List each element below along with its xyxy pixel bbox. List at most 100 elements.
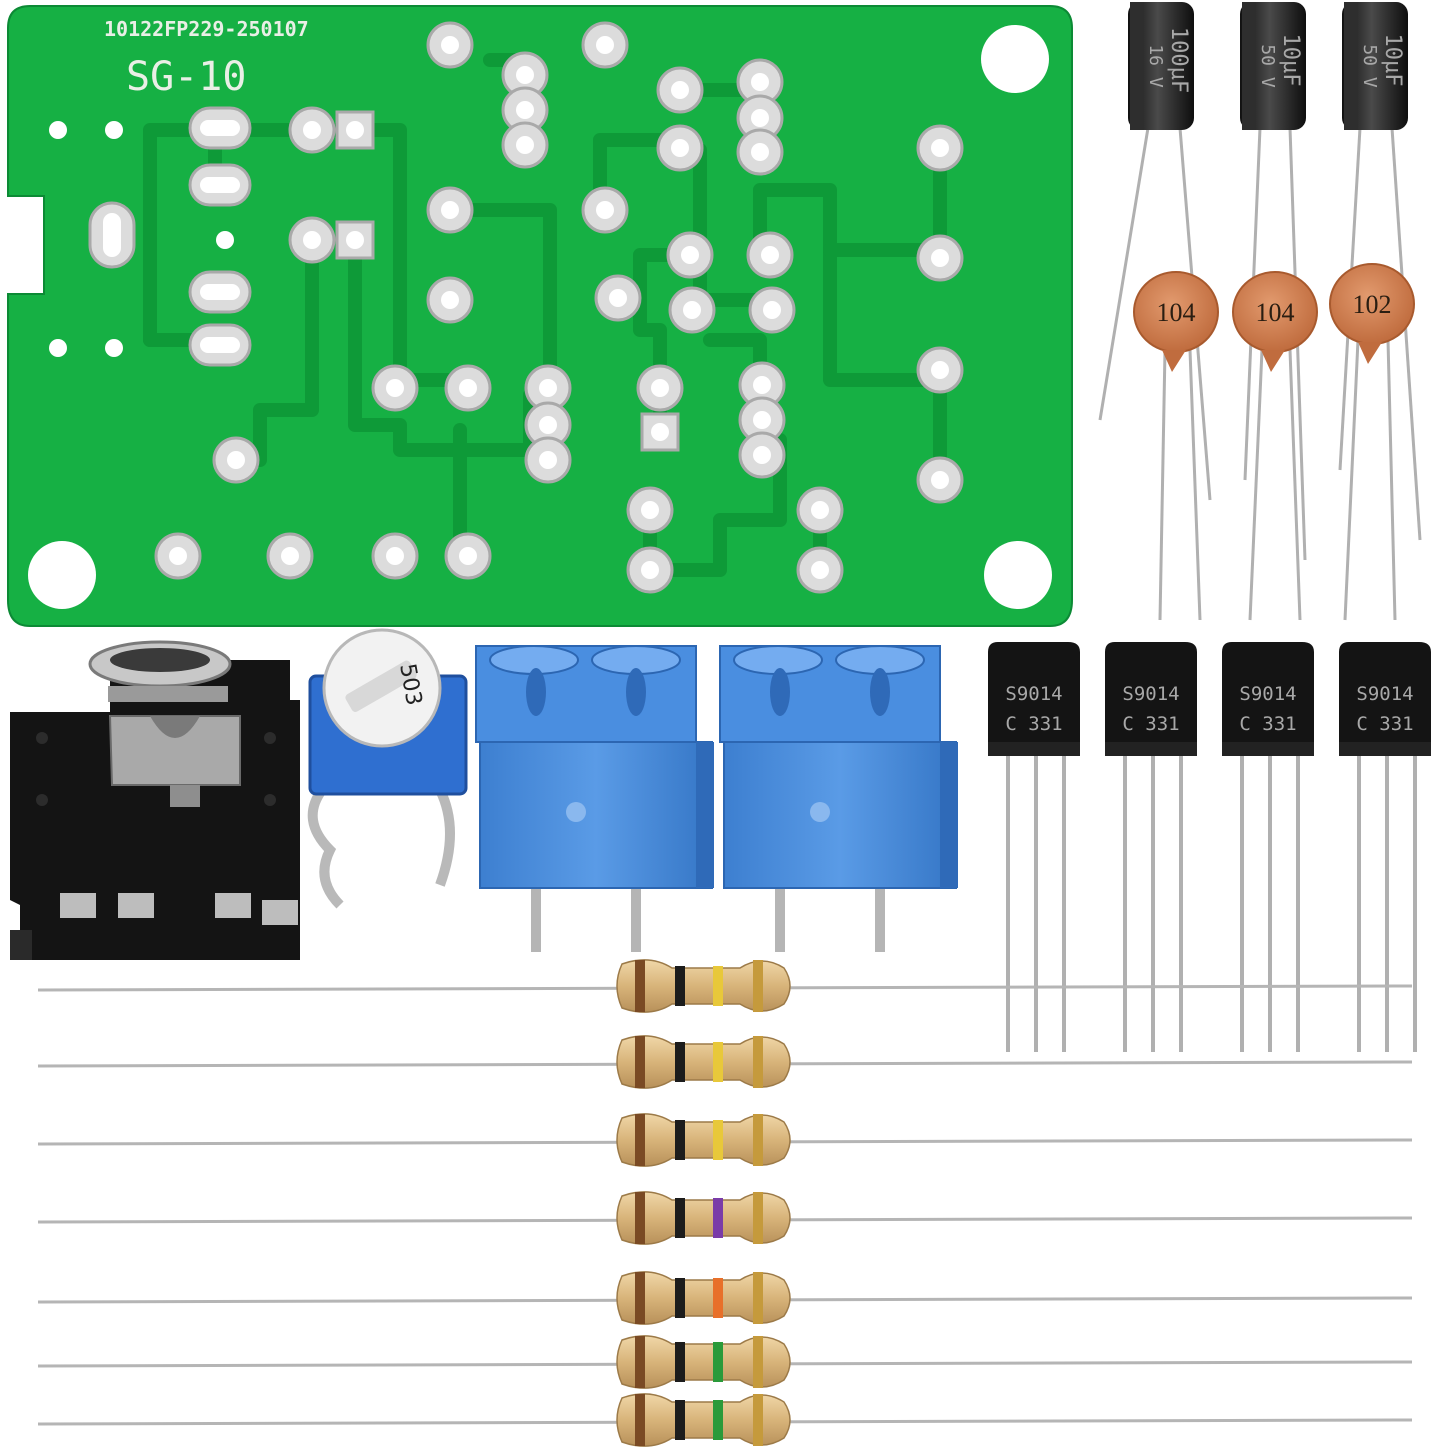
solder-pad	[154, 532, 202, 580]
resistor-band	[753, 1272, 763, 1324]
resistor-band	[675, 1278, 685, 1318]
capacitor-voltage: 50 V	[1359, 44, 1380, 88]
resistor-band	[713, 1278, 723, 1318]
ceramic-capacitor: 104	[1133, 271, 1219, 621]
solder-pad	[288, 216, 336, 264]
resistor-band	[753, 960, 763, 1012]
resistor	[37, 1271, 1413, 1325]
resistor-band	[753, 1394, 763, 1446]
solder-pad	[426, 276, 474, 324]
capacitor-capacitance: 10µF	[1278, 34, 1303, 87]
resistor-band	[675, 1042, 685, 1082]
solder-pad	[444, 532, 492, 580]
terminal-blocks	[475, 645, 958, 952]
resistor-band	[675, 1400, 685, 1440]
resistor-band	[713, 1120, 723, 1160]
resistor-band	[713, 1400, 723, 1440]
solder-pad-oval	[88, 201, 136, 269]
solder-pad	[524, 436, 572, 484]
solder-pad	[738, 431, 786, 479]
solder-pads	[88, 21, 964, 594]
transistor-part: S9014	[1122, 683, 1179, 705]
resistor-band	[635, 1272, 645, 1324]
solder-pad	[916, 124, 964, 172]
audio-jack	[10, 640, 300, 960]
solder-pad	[501, 86, 549, 134]
ceramic-capacitors: 104 104 102	[1133, 263, 1415, 621]
solder-pad	[796, 486, 844, 534]
solder-pad-oval	[188, 106, 252, 150]
resistor	[37, 1113, 1413, 1167]
pcb-serial: 10122FP229-250107	[104, 17, 309, 41]
ceramic-code: 102	[1353, 290, 1392, 319]
mounting-holes	[28, 25, 1052, 609]
resistor-band	[635, 1114, 645, 1166]
resistor-band	[635, 1394, 645, 1446]
resistor-band	[635, 1192, 645, 1244]
solder-pad	[524, 364, 572, 412]
terminal-block	[475, 645, 714, 952]
resistor-band	[675, 1342, 685, 1382]
ceramic-capacitor: 102	[1329, 263, 1415, 621]
ceramic-code: 104	[1157, 298, 1196, 327]
solder-pad	[501, 121, 549, 169]
solder-pad	[736, 58, 784, 106]
solder-pad	[444, 364, 492, 412]
solder-pad	[581, 186, 629, 234]
solder-pad-square	[640, 412, 680, 452]
solder-pad	[748, 286, 796, 334]
solder-pad	[916, 346, 964, 394]
solder-pad	[736, 128, 784, 176]
solder-pad	[636, 364, 684, 412]
solder-pad	[212, 436, 260, 484]
solder-pad	[288, 106, 336, 154]
solder-pad	[736, 94, 784, 142]
solder-pad	[916, 456, 964, 504]
resistor-band	[753, 1114, 763, 1166]
transistor-code: C 331	[1005, 713, 1062, 735]
resistor-band	[675, 1198, 685, 1238]
solder-pad	[746, 231, 794, 279]
capacitor-capacitance: 100µF	[1166, 27, 1191, 93]
solder-pad	[371, 532, 419, 580]
pcb-outline	[7, 5, 1073, 627]
solder-pad-oval	[188, 270, 252, 314]
potentiometer: 503	[307, 628, 468, 909]
solder-pad	[524, 401, 572, 449]
capacitor-voltage: 16 V	[1145, 44, 1166, 88]
solder-pad	[594, 274, 642, 322]
solder-pad	[656, 66, 704, 114]
solder-pad	[916, 234, 964, 282]
resistor-band	[753, 1192, 763, 1244]
resistor	[37, 959, 1413, 1013]
solder-pad	[426, 21, 474, 69]
resistor-band	[675, 966, 685, 1006]
pcb-model: SG-10	[126, 54, 246, 100]
solder-pad	[371, 364, 419, 412]
resistor	[37, 1035, 1413, 1089]
transistor-part: S9014	[1356, 683, 1413, 705]
solder-pad	[738, 396, 786, 444]
resistor-band	[675, 1120, 685, 1160]
pcb-board: 10122FP229-250107 SG-10	[7, 5, 1073, 627]
resistor	[37, 1191, 1413, 1245]
solder-pad	[668, 286, 716, 334]
solder-pad	[266, 532, 314, 580]
resistor-band	[635, 1336, 645, 1388]
terminal-block	[719, 645, 958, 952]
resistor-band	[753, 1336, 763, 1388]
resistor-band	[713, 1042, 723, 1082]
solder-pad-oval	[188, 323, 252, 367]
ceramic-capacitor: 104	[1232, 271, 1318, 621]
solder-pad	[626, 546, 674, 594]
solder-pad-square	[335, 110, 375, 150]
resistor-band	[713, 1198, 723, 1238]
